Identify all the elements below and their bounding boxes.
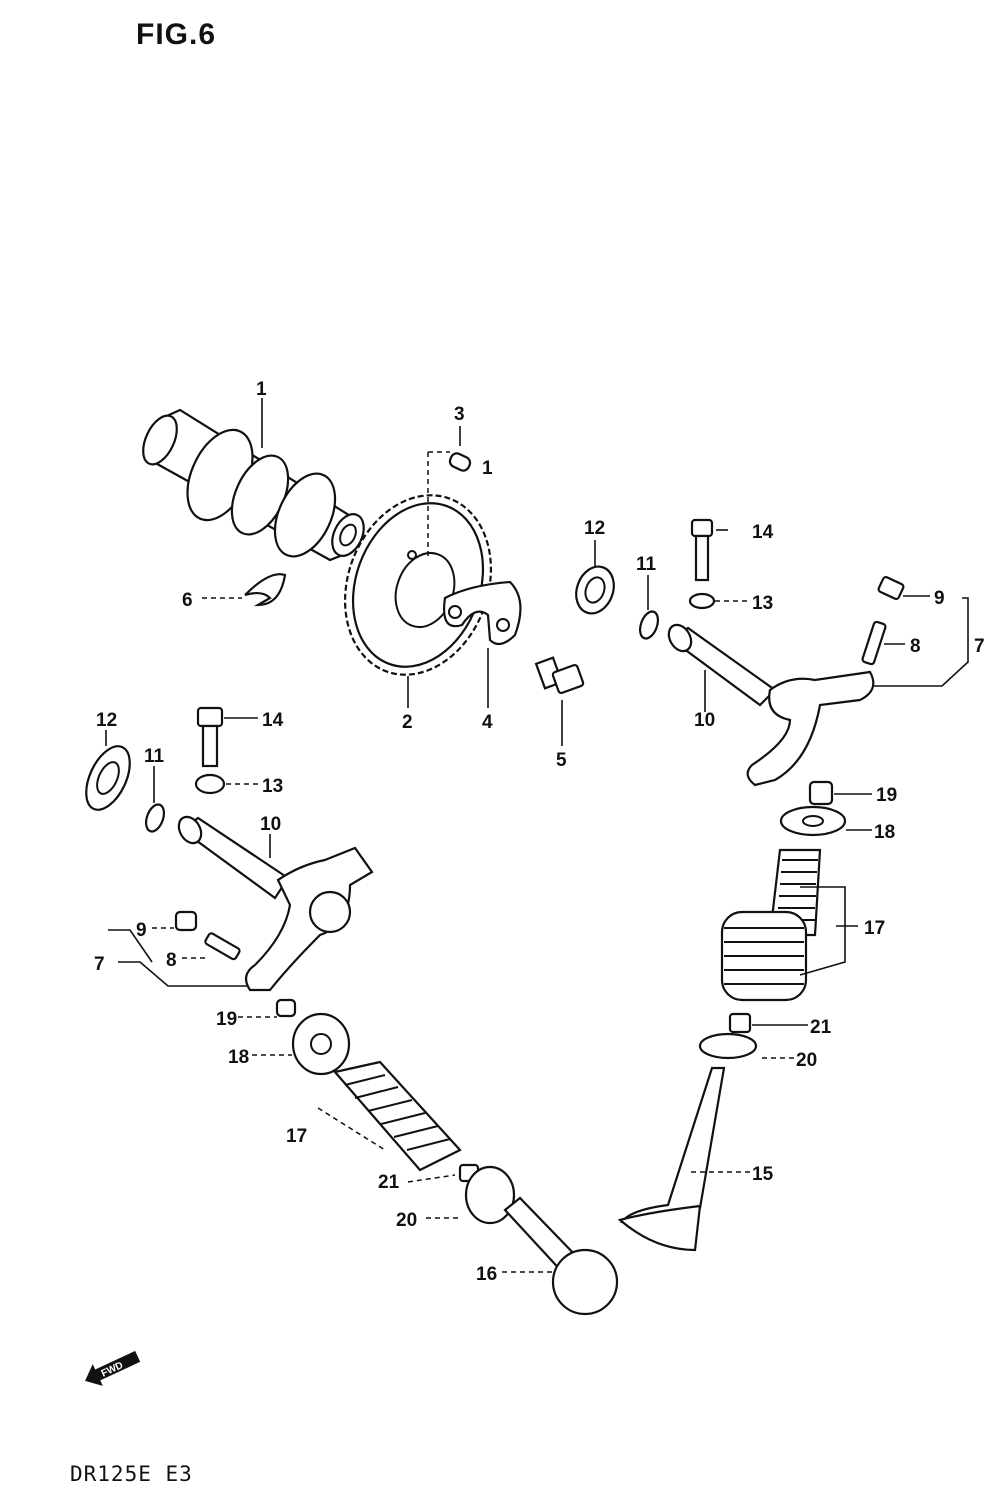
callout-19-left: 19 bbox=[216, 1009, 237, 1030]
callout-9-left: 9 bbox=[136, 920, 147, 941]
callout-12-left: 12 bbox=[96, 710, 117, 731]
callout-12-right: 12 bbox=[584, 518, 605, 539]
leader-lines bbox=[105, 398, 969, 1273]
callout-7-right: 7 bbox=[974, 636, 985, 657]
callout-18-left: 18 bbox=[228, 1047, 249, 1068]
callout-6: 6 bbox=[182, 590, 193, 611]
part-bolt-5 bbox=[534, 656, 585, 695]
callout-21-left: 21 bbox=[378, 1172, 400, 1193]
callout-21-right: 21 bbox=[810, 1017, 832, 1038]
callout-18-right: 18 bbox=[874, 822, 895, 843]
part-clip bbox=[244, 573, 287, 607]
callout-13-left: 13 bbox=[262, 776, 283, 797]
callout-20-left: 20 bbox=[396, 1210, 417, 1231]
callout-3-qty: 1 bbox=[482, 458, 493, 479]
callout-2: 2 bbox=[402, 712, 413, 733]
callout-20-right: 20 bbox=[796, 1050, 817, 1071]
model-code: DR125E E3 bbox=[70, 1462, 193, 1486]
part-pin bbox=[427, 451, 472, 560]
callout-8-right: 8 bbox=[910, 636, 921, 657]
callout-9-right: 9 bbox=[934, 588, 945, 609]
callout-labels: 1 2 3 1 4 5 6 12 11 14 13 9 8 7 10 19 18… bbox=[94, 379, 985, 1285]
part-camshaft bbox=[142, 408, 365, 562]
callout-17-right: 17 bbox=[864, 918, 885, 939]
callout-11-left: 11 bbox=[144, 746, 165, 767]
callout-10-left: 10 bbox=[260, 814, 281, 835]
callout-3: 3 bbox=[454, 404, 465, 425]
callout-13-right: 13 bbox=[752, 593, 773, 614]
callout-1: 1 bbox=[256, 379, 267, 400]
callout-5: 5 bbox=[556, 750, 567, 771]
fwd-arrow-icon: FWD bbox=[85, 1350, 141, 1386]
callout-15: 15 bbox=[752, 1164, 774, 1185]
callout-7-left: 7 bbox=[94, 954, 105, 975]
callout-14-left: 14 bbox=[262, 710, 284, 731]
right-rocker-assembly bbox=[575, 518, 905, 1252]
callout-8-left: 8 bbox=[166, 950, 177, 971]
part-cam-plate bbox=[443, 580, 522, 646]
left-rocker-assembly bbox=[85, 706, 619, 1316]
callout-14-right: 14 bbox=[752, 522, 774, 543]
callout-17-left: 17 bbox=[286, 1126, 307, 1147]
figure-title: FIG.6 bbox=[136, 18, 217, 51]
fwd-label: FWD bbox=[100, 1360, 125, 1380]
callout-4: 4 bbox=[482, 712, 493, 733]
callout-16: 16 bbox=[476, 1264, 497, 1285]
callout-10-right: 10 bbox=[694, 710, 715, 731]
callout-19-right: 19 bbox=[876, 785, 897, 806]
callout-11-right: 11 bbox=[636, 554, 657, 575]
